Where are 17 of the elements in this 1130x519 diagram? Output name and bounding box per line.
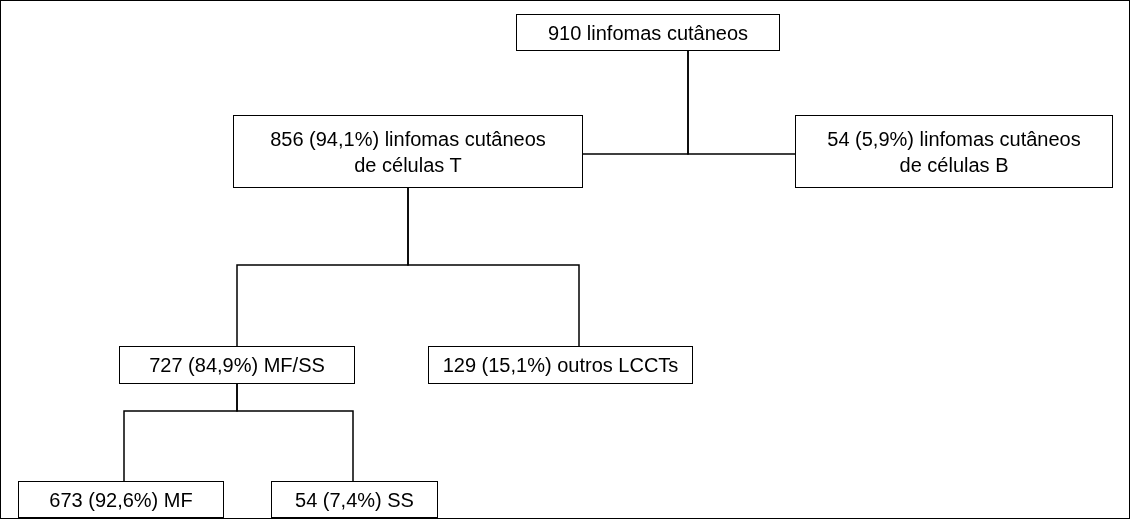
connector-line bbox=[236, 383, 354, 482]
box-label: 910 linfomas cutâneos bbox=[547, 20, 749, 46]
box-label: 54 (5,9%) linfomas cutâneos de células B bbox=[826, 126, 1082, 178]
connector-line bbox=[687, 50, 796, 155]
process-box bbox=[516, 14, 780, 51]
box-label: 727 (84,9%) MF/SS bbox=[149, 353, 325, 378]
box-label: 54 (7,4%) SS bbox=[295, 487, 414, 513]
process-box bbox=[271, 481, 438, 518]
process-box bbox=[795, 115, 1113, 188]
process-box bbox=[119, 346, 355, 384]
box-label: 673 (92,6%) MF bbox=[49, 487, 193, 513]
process-box bbox=[428, 346, 693, 384]
process-box bbox=[18, 481, 224, 518]
process-box bbox=[233, 115, 583, 188]
box-label: 129 (15,1%) outros LCCTs bbox=[442, 353, 679, 378]
connector-line bbox=[407, 187, 580, 347]
box-label: 856 (94,1%) linfomas cutâneos de células T bbox=[269, 126, 547, 178]
